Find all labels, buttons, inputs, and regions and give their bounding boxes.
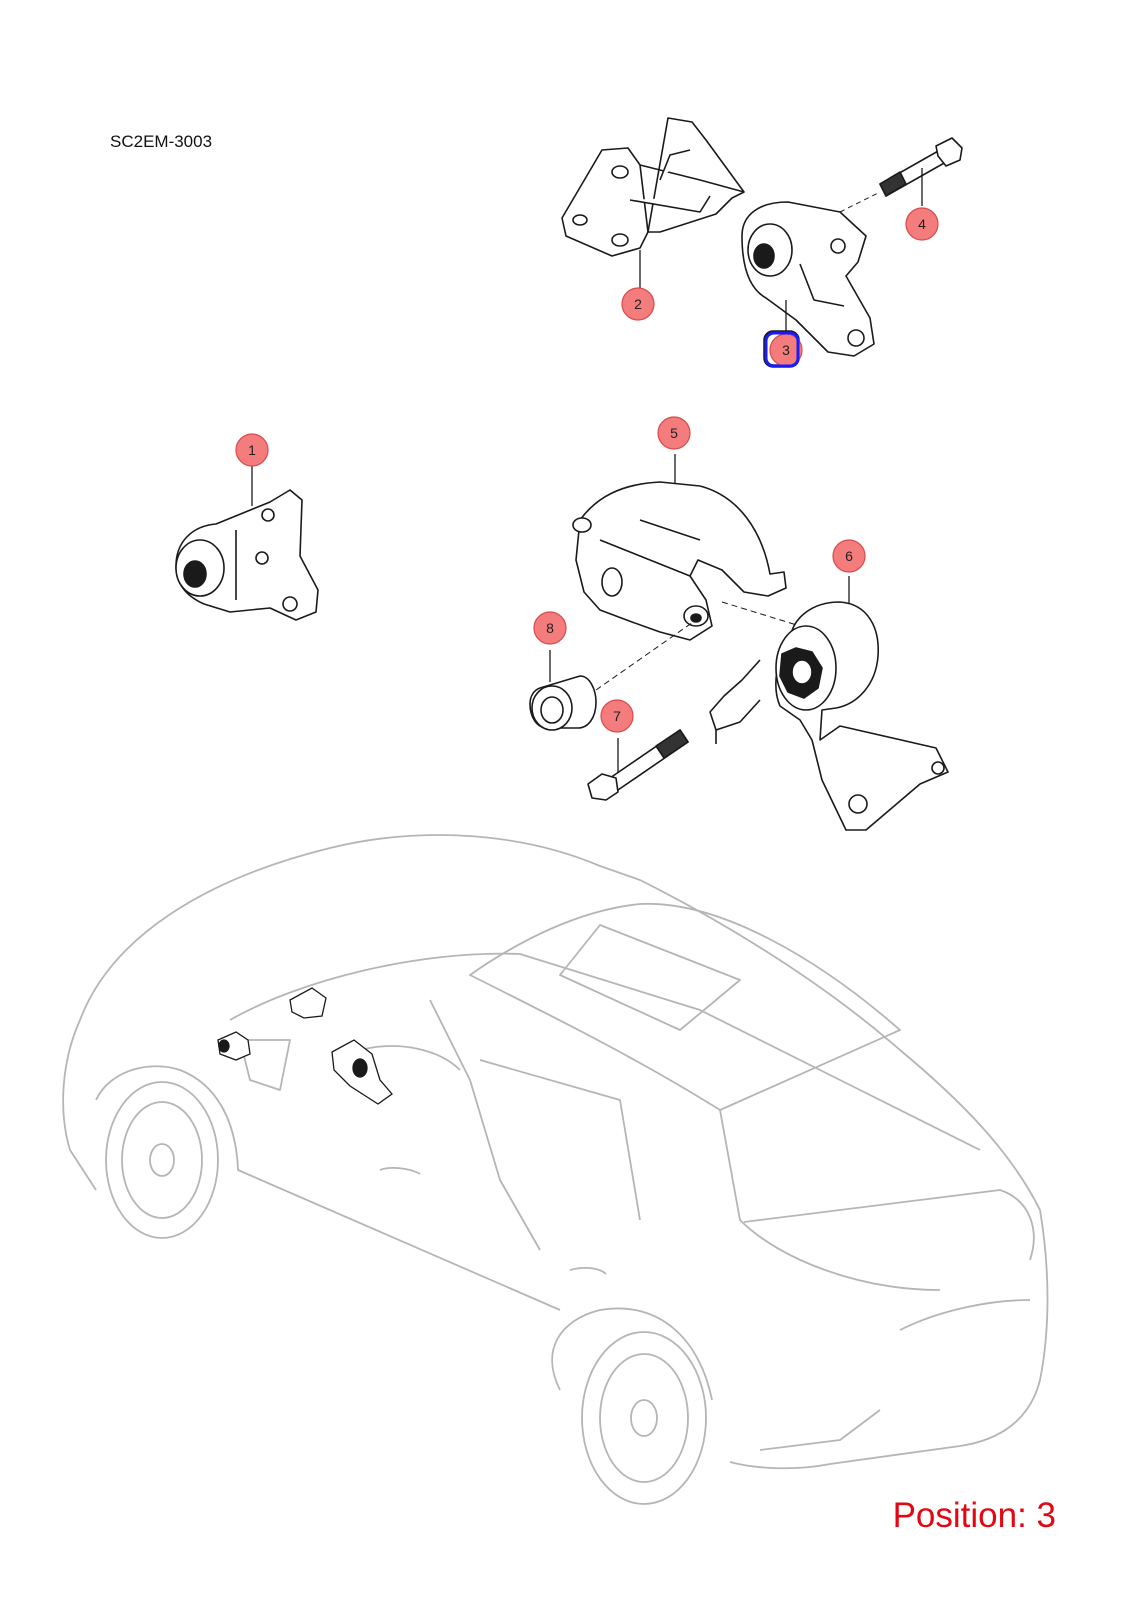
callout-1-label: 1 [248,442,256,458]
part-5-bracket[interactable] [572,481,787,641]
dash-3-4 [839,191,881,213]
callout-4-label: 4 [918,216,926,232]
dash-8-5 [595,619,697,691]
callout-7[interactable]: 7 [600,699,634,733]
callout-8-label: 8 [546,620,554,636]
callout-5-label: 5 [670,425,678,441]
part-8-spacer[interactable] [529,675,597,731]
part-4-bolt[interactable] [879,137,963,197]
car-outline-icon [62,834,1049,1505]
diagram-code: SC2EM-3003 [110,132,213,151]
callout-1[interactable]: 1 [235,433,269,467]
callout-5[interactable]: 5 [657,416,691,450]
dash-5-6 [721,601,801,627]
car-mount-markers [217,987,393,1105]
part-7-bolt[interactable] [587,729,689,801]
callout-8[interactable]: 8 [533,611,567,645]
part-3-mount[interactable] [741,201,875,357]
callout-6-label: 6 [845,548,853,564]
callout-4[interactable]: 4 [905,207,939,241]
position-label: Position: 3 [892,1496,1056,1535]
callout-3-label: 3 [782,342,790,358]
callout-6[interactable]: 6 [832,539,866,573]
callout-3[interactable]: 3 [763,330,803,368]
callout-2-label: 2 [634,296,642,312]
callout-7-label: 7 [613,708,621,724]
callout-2[interactable]: 2 [621,287,655,321]
part-1-mount[interactable] [175,489,319,621]
part-6-mount[interactable] [709,601,949,831]
part-2-bracket[interactable] [561,117,745,257]
